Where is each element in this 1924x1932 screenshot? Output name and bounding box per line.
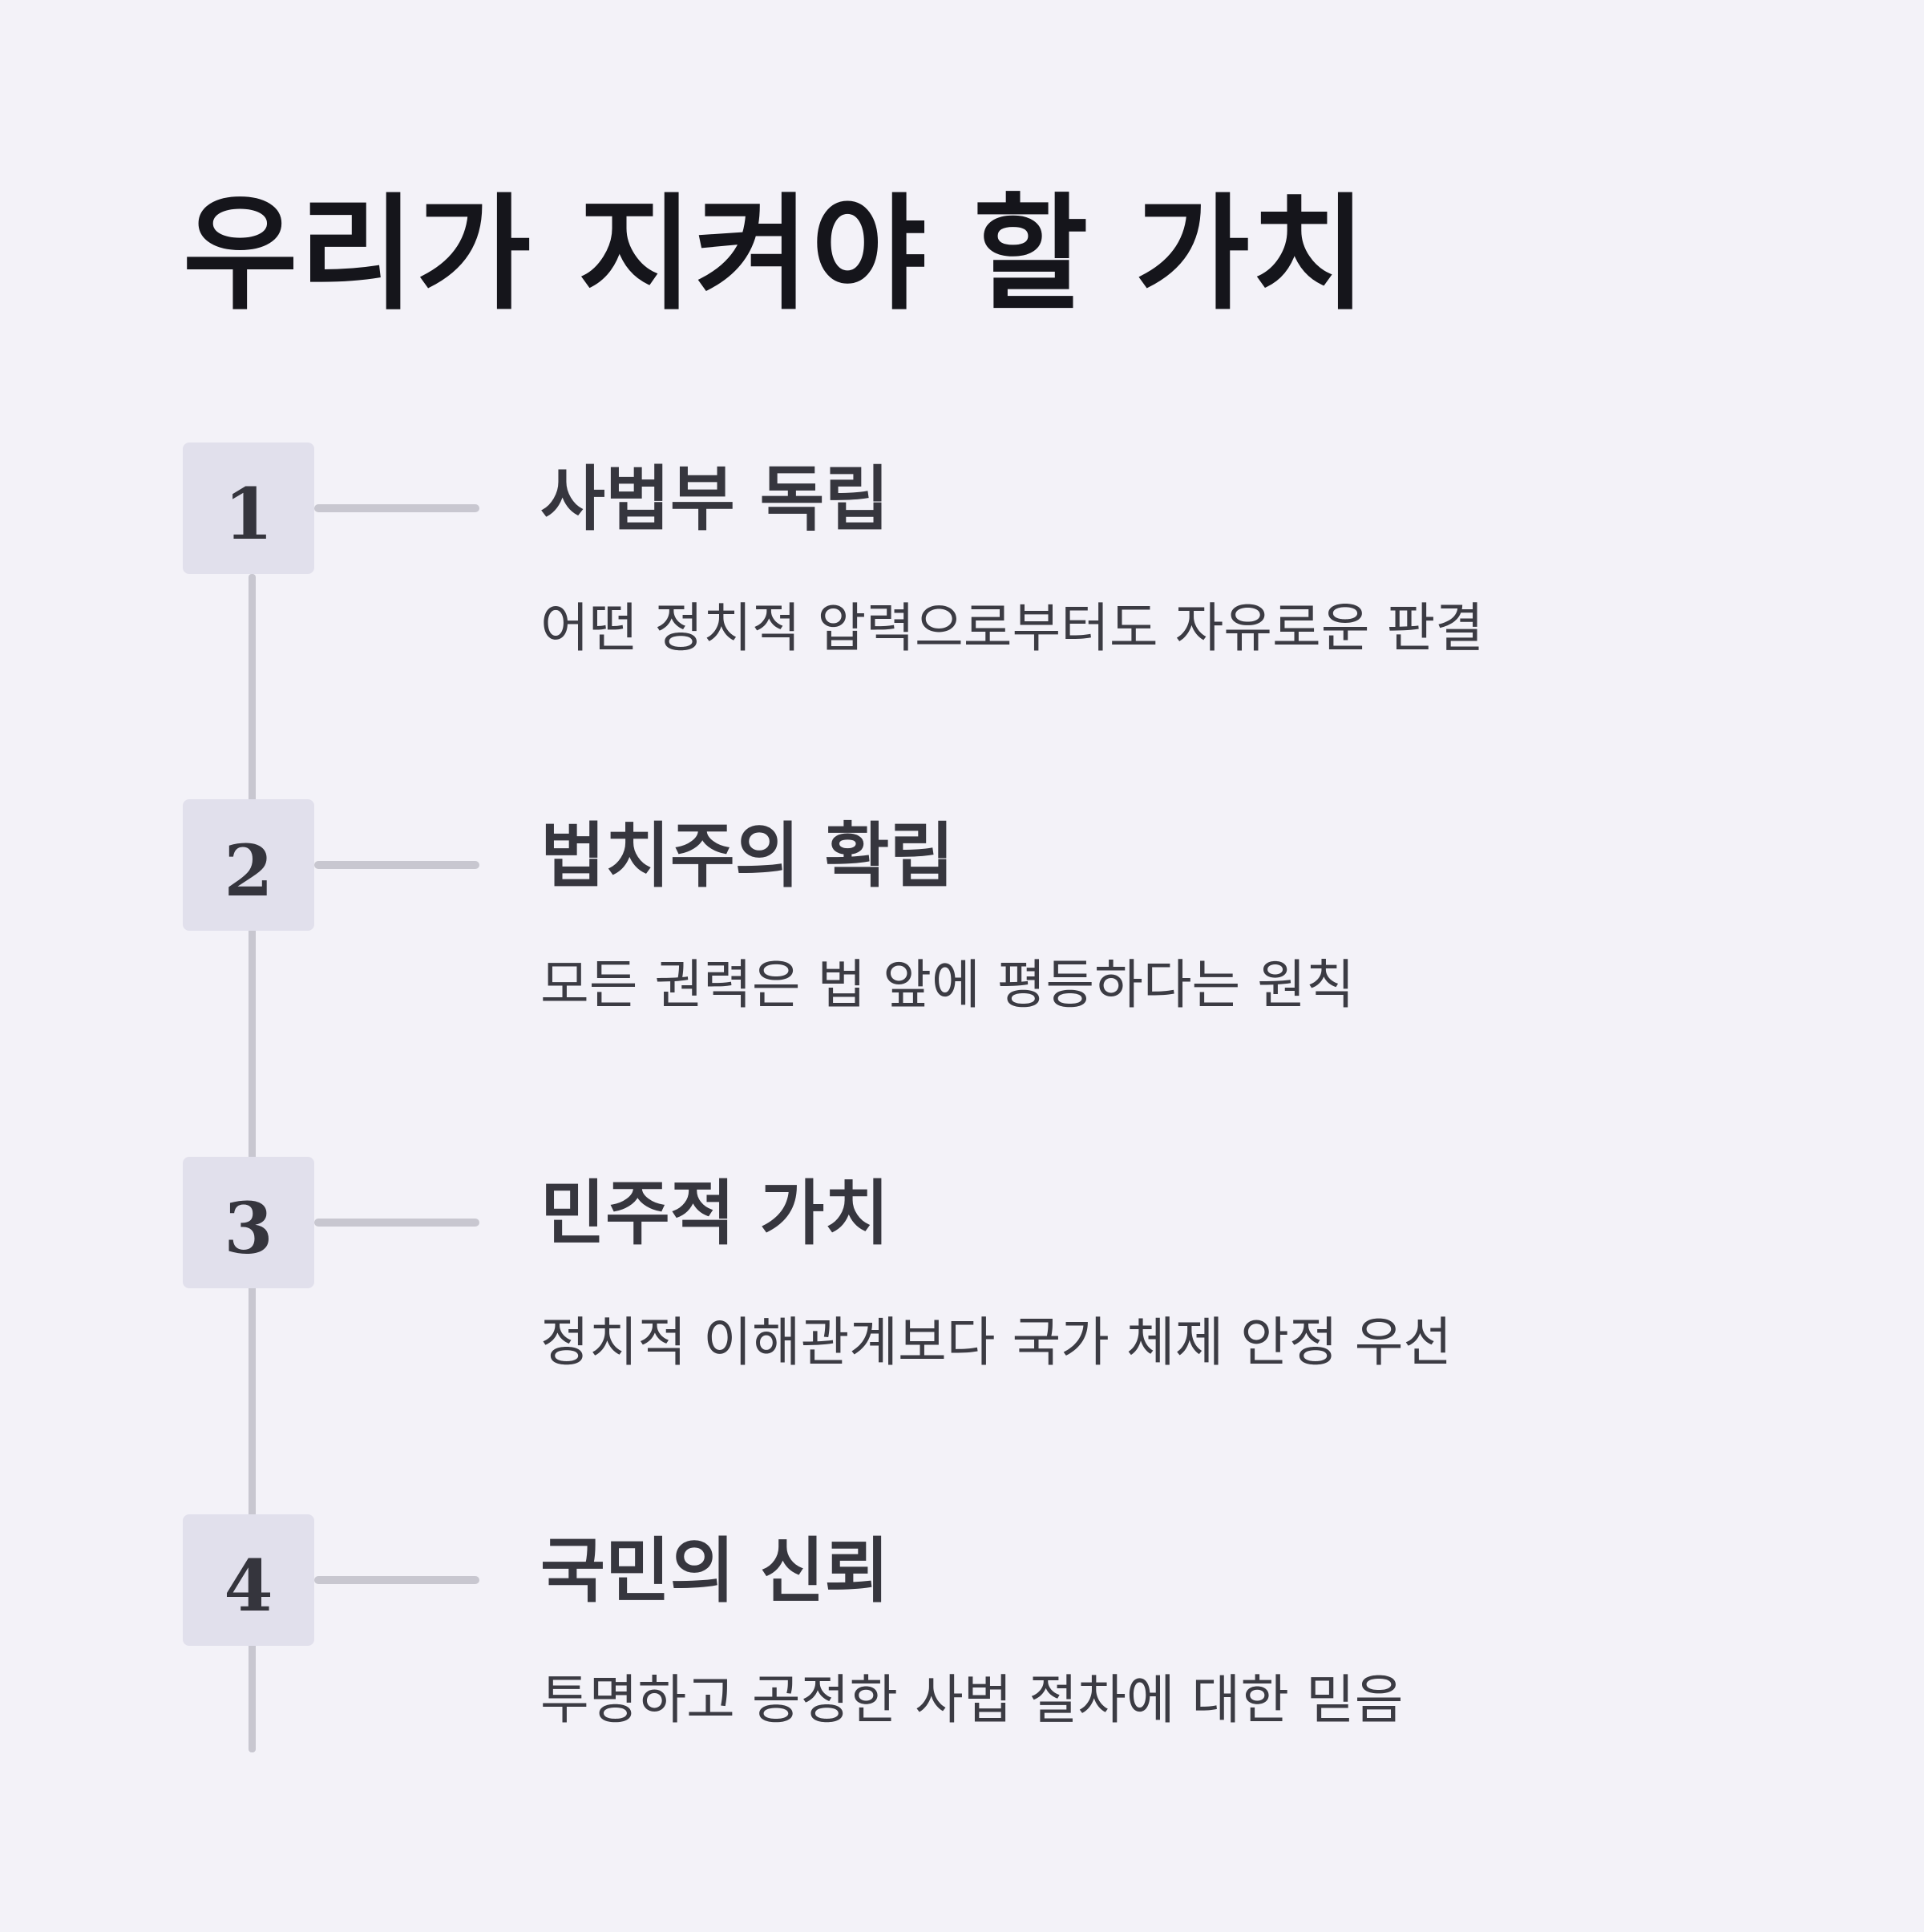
step-number: 4 — [224, 1544, 273, 1627]
step-description: 정치적 이해관계보다 국가 체제 안정 우선 — [540, 1312, 1453, 1373]
step-description: 모든 권력은 법 앞에 평등하다는 원칙 — [540, 954, 1355, 1016]
step-number: 2 — [224, 829, 273, 912]
step-number: 3 — [224, 1186, 273, 1270]
step-connector — [314, 861, 479, 869]
step-item: 4 국민의 신뢰 투명하고 공정한 사법 절차에 대한 믿음 — [183, 1514, 1866, 1755]
step-title: 법치주의 확립 — [540, 814, 955, 897]
step-title: 국민의 신뢰 — [540, 1530, 890, 1612]
step-item: 1 사법부 독립 어떤 정치적 압력으로부터도 자유로운 판결 — [183, 443, 1866, 683]
step-badge: 2 — [183, 799, 314, 931]
step-badge: 3 — [183, 1157, 314, 1288]
step-description: 어떤 정치적 압력으로부터도 자유로운 판결 — [540, 597, 1484, 659]
step-badge: 1 — [183, 443, 314, 574]
step-connector — [314, 1219, 479, 1227]
step-item: 2 법치주의 확립 모든 권력은 법 앞에 평등하다는 원칙 — [183, 799, 1866, 1040]
step-badge: 4 — [183, 1514, 314, 1646]
page-title: 우리가 지켜야 할 가치 — [183, 181, 1368, 327]
step-number: 1 — [224, 472, 273, 556]
step-item: 3 민주적 가치 정치적 이해관계보다 국가 체제 안정 우선 — [183, 1157, 1866, 1397]
step-connector — [314, 504, 479, 512]
step-title: 민주적 가치 — [540, 1172, 890, 1255]
step-description: 투명하고 공정한 사법 절차에 대한 믿음 — [540, 1669, 1404, 1731]
step-connector — [314, 1576, 479, 1584]
step-title: 사법부 독립 — [540, 458, 890, 540]
